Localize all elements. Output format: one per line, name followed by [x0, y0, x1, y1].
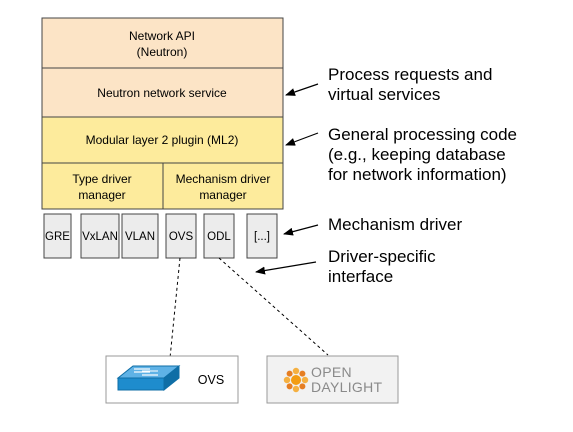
general-annotation-line2: (e.g., keeping database [328, 145, 506, 164]
opendaylight-node: OPEN DAYLIGHT [266, 355, 399, 404]
driver-label-more: [...] [254, 231, 270, 243]
opendaylight-logo-icon [283, 367, 309, 393]
driver-label-vlan: VLAN [125, 231, 155, 243]
driver-box-more: [...] [246, 213, 278, 259]
general-annotation-line1: General processing code [328, 125, 517, 144]
driver-label-vxlan: VxLAN [82, 231, 118, 243]
general-arrow [285, 132, 319, 146]
ovs-dashed-connector [169, 257, 181, 359]
process-annotation-line1: Process requests and [328, 65, 492, 84]
mechanism-arrow [283, 224, 319, 236]
process-annotation-line2: virtual services [328, 85, 440, 104]
driver-specific-annotation-line1: Driver-specific [328, 247, 436, 266]
neutron-service-layer: Neutron network service [41, 67, 284, 118]
network-switch-icon [116, 364, 181, 392]
network-api-layer: Network API (Neutron) [41, 17, 284, 69]
driver-box-gre: GRE [43, 213, 72, 259]
type-driver-manager-label: Type driver [72, 172, 131, 186]
ovs-node: OVS [105, 355, 239, 404]
ml2-label: Modular layer 2 plugin (ML2) [86, 133, 239, 147]
general-annotation-line3: for network information) [328, 165, 507, 184]
ml2-layer: Modular layer 2 plugin (ML2) [41, 116, 284, 164]
mechanism-driver-manager-label: Mechanism driver [176, 172, 271, 186]
general-annotation: General processing code (e.g., keeping d… [328, 125, 517, 184]
driver-specific-annotation-line2: interface [328, 267, 393, 286]
driver-box-odl: ODL [203, 213, 235, 259]
process-arrow [285, 83, 319, 96]
driver-box-vxlan: VxLAN [80, 213, 120, 259]
driver-box-ovs: OVS [165, 213, 197, 259]
driver-box-vlan: VLAN [121, 213, 159, 259]
driver-specific-annotation: Driver-specific interface [328, 247, 436, 286]
driver-label-ovs: OVS [169, 231, 194, 243]
mechanism-driver-manager-box: Mechanism driver manager [162, 162, 284, 210]
process-annotation: Process requests and virtual services [328, 65, 492, 104]
driver-label-gre: GRE [45, 231, 70, 243]
opendaylight-logo-text-top: OPEN [311, 364, 352, 380]
driver-specific-arrow [255, 261, 317, 275]
network-api-label: Network API [129, 29, 195, 43]
mechanism-annotation: Mechanism driver [328, 215, 462, 234]
opendaylight-logo-text-bottom: DAYLIGHT [311, 379, 383, 395]
network-api-sublabel: (Neutron) [137, 45, 188, 59]
mechanism-driver-manager-sublabel: manager [199, 188, 246, 202]
driver-label-odl: ODL [207, 231, 231, 243]
type-driver-manager-sublabel: manager [78, 188, 125, 202]
odl-dashed-connector [218, 257, 329, 356]
ovs-node-label: OVS [198, 373, 224, 387]
neutron-service-label: Neutron network service [97, 86, 227, 100]
type-driver-manager-box: Type driver manager [41, 162, 164, 210]
